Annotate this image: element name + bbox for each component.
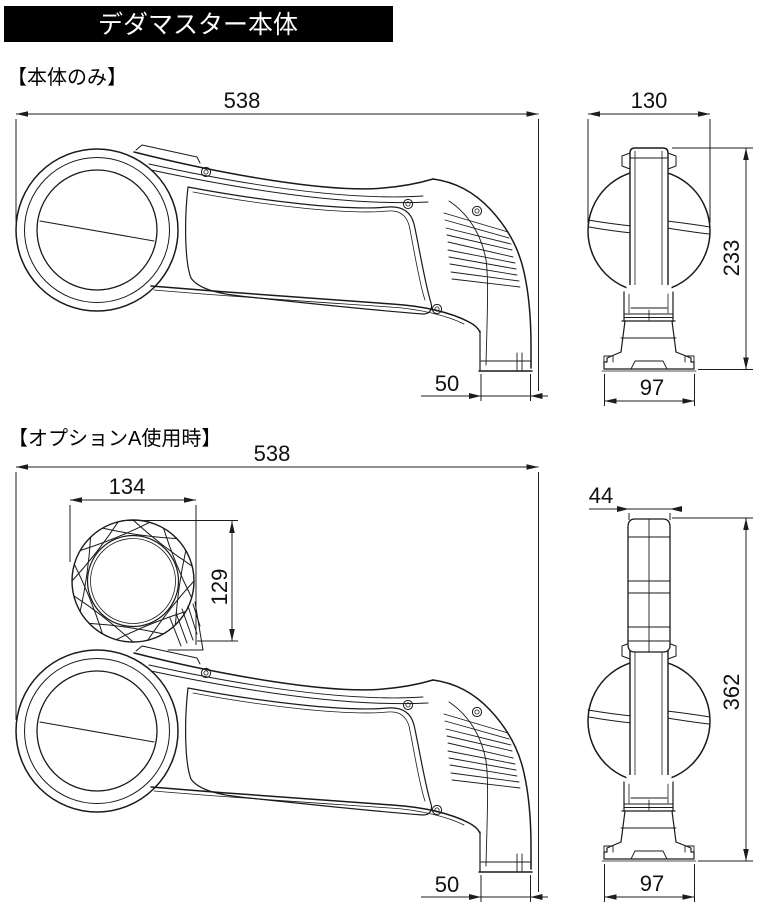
header: デダマスター本体: [4, 6, 393, 42]
main-unit-front-view: [587, 147, 711, 372]
option-ring-attachment: [50, 498, 216, 664]
dim-label: 44: [589, 483, 613, 508]
dim-overall-width-option-side: 538: [15, 441, 539, 892]
dim-top-width-option-front: 44: [589, 483, 682, 520]
dim-label: 50: [435, 872, 459, 897]
title-bar: [4, 6, 393, 42]
dim-label: 97: [640, 375, 664, 400]
dim-label: 130: [631, 88, 668, 113]
page-title: デダマスター本体: [98, 11, 298, 39]
main-unit-side-view: [16, 145, 532, 371]
dim-label: 50: [435, 371, 459, 396]
dim-label: 538: [224, 88, 261, 113]
dim-overall-width-main-front: 130: [587, 88, 711, 223]
option-unit-side-view: [16, 646, 532, 872]
dim-base-width-main-front: 97: [604, 374, 695, 406]
dim-label: 134: [109, 474, 146, 499]
section-2-label: 【オプションA使用時】: [8, 427, 221, 450]
dim-overall-height-option-front: 362: [672, 517, 753, 862]
section-1-label: 【本体のみ】: [7, 66, 127, 89]
dim-option-height-side: 129: [122, 520, 238, 642]
option-stack-attachment: [627, 518, 671, 653]
dim-label: 233: [719, 240, 744, 277]
dim-foot-width-option-side: 50: [421, 872, 548, 902]
dim-label: 129: [207, 569, 232, 606]
dim-label: 362: [719, 674, 744, 711]
dim-overall-width-main-side: 538: [15, 88, 539, 391]
dim-overall-height-main-front: 233: [672, 147, 753, 370]
dim-base-width-option-front: 97: [604, 864, 695, 902]
dim-label: 538: [254, 441, 291, 466]
dim-foot-width-main-side: 50: [421, 371, 548, 401]
dim-option-width-side: 134: [69, 474, 197, 645]
option-unit-front-view: [587, 637, 711, 862]
dim-label: 97: [640, 871, 664, 896]
